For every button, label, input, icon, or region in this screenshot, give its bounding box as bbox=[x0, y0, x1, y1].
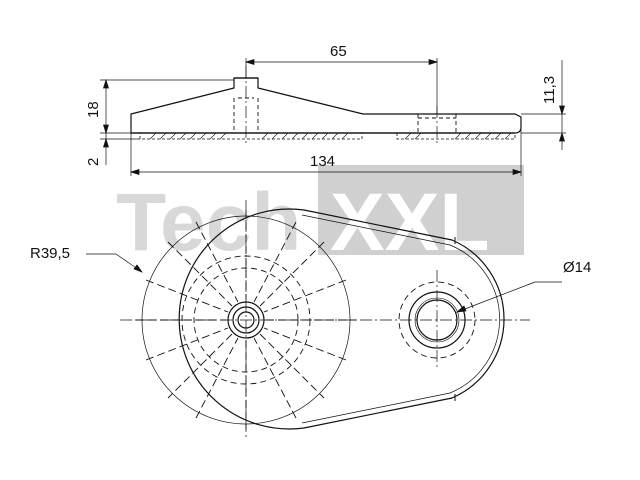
watermark-box bbox=[318, 165, 524, 255]
top-inner-outline bbox=[301, 214, 500, 424]
top-view bbox=[120, 200, 530, 440]
dim-total-length: 134 bbox=[310, 153, 335, 170]
side-dimensions bbox=[100, 58, 566, 176]
dim-hole-diameter: Ø14 bbox=[563, 259, 591, 276]
top-dimensions bbox=[86, 253, 562, 313]
dim-boss-height: 11,3 bbox=[541, 76, 558, 104]
side-underside bbox=[139, 132, 516, 140]
watermark-text-right: XXL bbox=[330, 177, 489, 268]
dim-radius: R39,5 bbox=[30, 245, 70, 262]
dim-top-width: 65 bbox=[330, 43, 347, 60]
watermark-text-left: Tech bbox=[116, 177, 301, 268]
side-hidden-lines bbox=[233, 97, 457, 133]
watermark: Tech XXL bbox=[116, 165, 524, 268]
top-outline bbox=[178, 208, 505, 430]
side-base-outline bbox=[130, 77, 522, 134]
dim-height: 18 bbox=[85, 101, 102, 118]
side-hatching bbox=[149, 132, 512, 140]
side-view bbox=[130, 66, 522, 145]
top-center-lines bbox=[120, 200, 530, 440]
dim-base-thickness: 2 bbox=[85, 158, 102, 166]
